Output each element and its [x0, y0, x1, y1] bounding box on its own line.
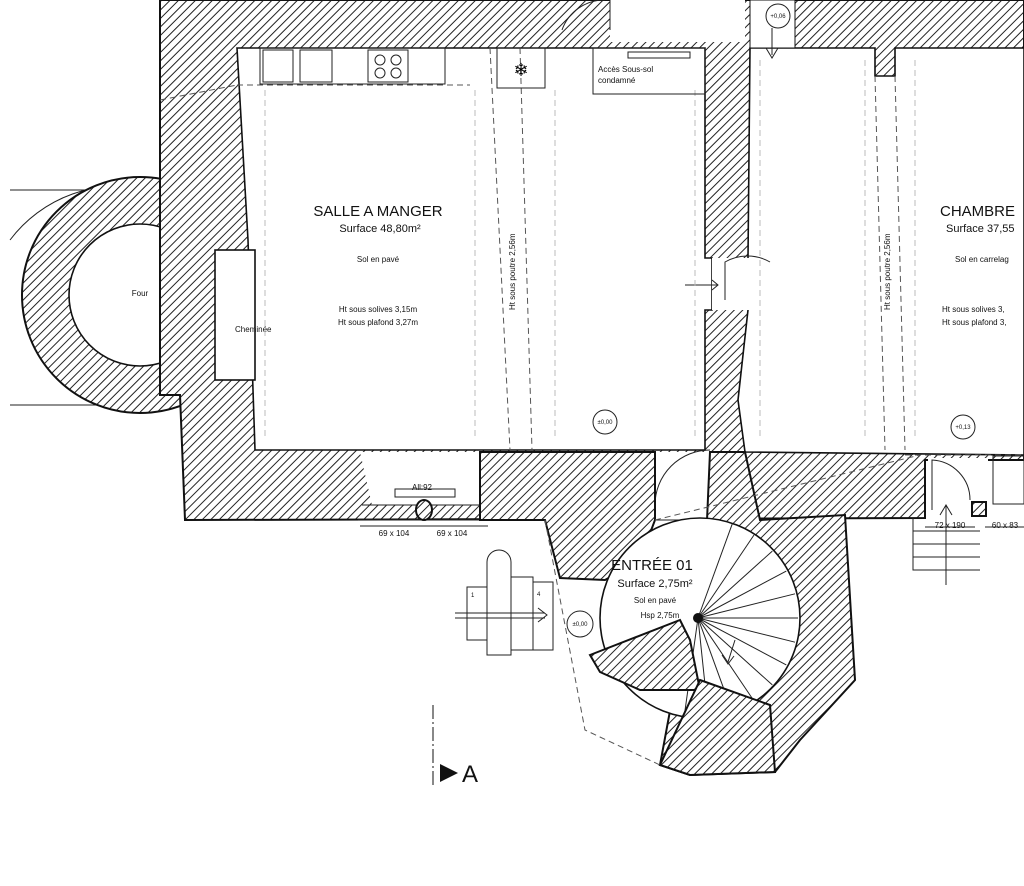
sink-icon	[262, 49, 294, 83]
stair-tread	[697, 570, 787, 619]
room-floor: Sol en pavé	[357, 255, 400, 264]
room-surface: Surface 37,55	[946, 223, 1015, 235]
beam-height-label: Ht sous poutre 2,56m	[883, 233, 892, 310]
level-label: +0,13	[955, 425, 971, 431]
window-label: All:92	[412, 483, 433, 492]
room-name: SALLE A MANGER	[313, 203, 442, 220]
stair-tread	[697, 617, 787, 666]
stair-tread	[697, 523, 733, 619]
joists	[264, 60, 916, 440]
stair-tread	[697, 534, 755, 619]
room-name: CHAMBRE	[940, 203, 1015, 220]
stair-tread	[697, 593, 796, 619]
fixture	[992, 455, 1024, 505]
outside-steps: 1 4	[455, 549, 554, 656]
basement-access	[592, 47, 706, 95]
stair-tread	[697, 617, 773, 686]
basement-access-label-2: condamné	[598, 76, 636, 85]
room-surface: Surface 2,75m²	[617, 578, 693, 590]
level-marker	[566, 610, 594, 638]
stair-tread	[697, 550, 773, 619]
level-marker	[950, 414, 976, 440]
level-marker	[765, 3, 791, 29]
level-marker	[592, 409, 618, 435]
chimney-opening	[214, 249, 256, 381]
triangle-icon	[440, 764, 458, 782]
room-name: ENTRÉE 01	[611, 557, 693, 574]
beam-height-label: Ht sous poutre 2,56m	[508, 233, 517, 310]
stove-icon	[367, 49, 409, 83]
window	[394, 488, 456, 498]
room-floor: Sol en carrelag	[955, 255, 1009, 264]
room-height-joists: Ht sous solives 3,15m	[339, 305, 418, 314]
section-marker: A	[432, 705, 478, 788]
room-surface: Surface 48,80m²	[339, 223, 421, 235]
room-chambre	[737, 47, 1024, 456]
level-label: ±0,00	[573, 622, 589, 628]
stair-tread	[697, 617, 755, 702]
doorway[interactable]	[712, 258, 752, 310]
room-height-joists: Ht sous solives 3,	[942, 305, 1005, 314]
basement-access-label: Accès Sous-sol	[598, 65, 653, 74]
door-dimension: 72 x 190	[935, 521, 966, 530]
window-dimension: 69 x 104	[437, 529, 468, 538]
room-height: Hsp 2,75m	[641, 611, 680, 620]
svg-text:❄: ❄	[513, 60, 528, 80]
section-label: A	[462, 761, 478, 788]
level-label: ±0,00	[598, 420, 614, 426]
dishwasher-icon	[299, 49, 333, 83]
room-salle-a-manger	[236, 47, 713, 451]
door-swing[interactable]	[724, 255, 771, 300]
svg-text:1: 1	[471, 593, 475, 599]
stair-tread	[697, 617, 796, 643]
room-height-ceiling: Ht sous plafond 3,27m	[338, 318, 418, 327]
room-height-ceiling: Ht sous plafond 3,	[942, 318, 1006, 327]
room-floor: Sol en pavé	[634, 596, 677, 605]
arrow-icon	[685, 279, 719, 291]
door-dimension: 60 x 83	[992, 521, 1019, 530]
kitchen-fixtures: ❄	[259, 47, 546, 89]
window-dimension: 69 x 104	[379, 529, 410, 538]
fridge-icon	[496, 47, 546, 89]
door-swing[interactable]	[561, 0, 605, 31]
chimney-label: Cheminée	[235, 325, 272, 334]
level-label: +0,06	[770, 14, 786, 20]
door-swing[interactable]	[931, 459, 971, 510]
oven-label: Four	[132, 289, 149, 298]
svg-text:4: 4	[537, 592, 541, 598]
